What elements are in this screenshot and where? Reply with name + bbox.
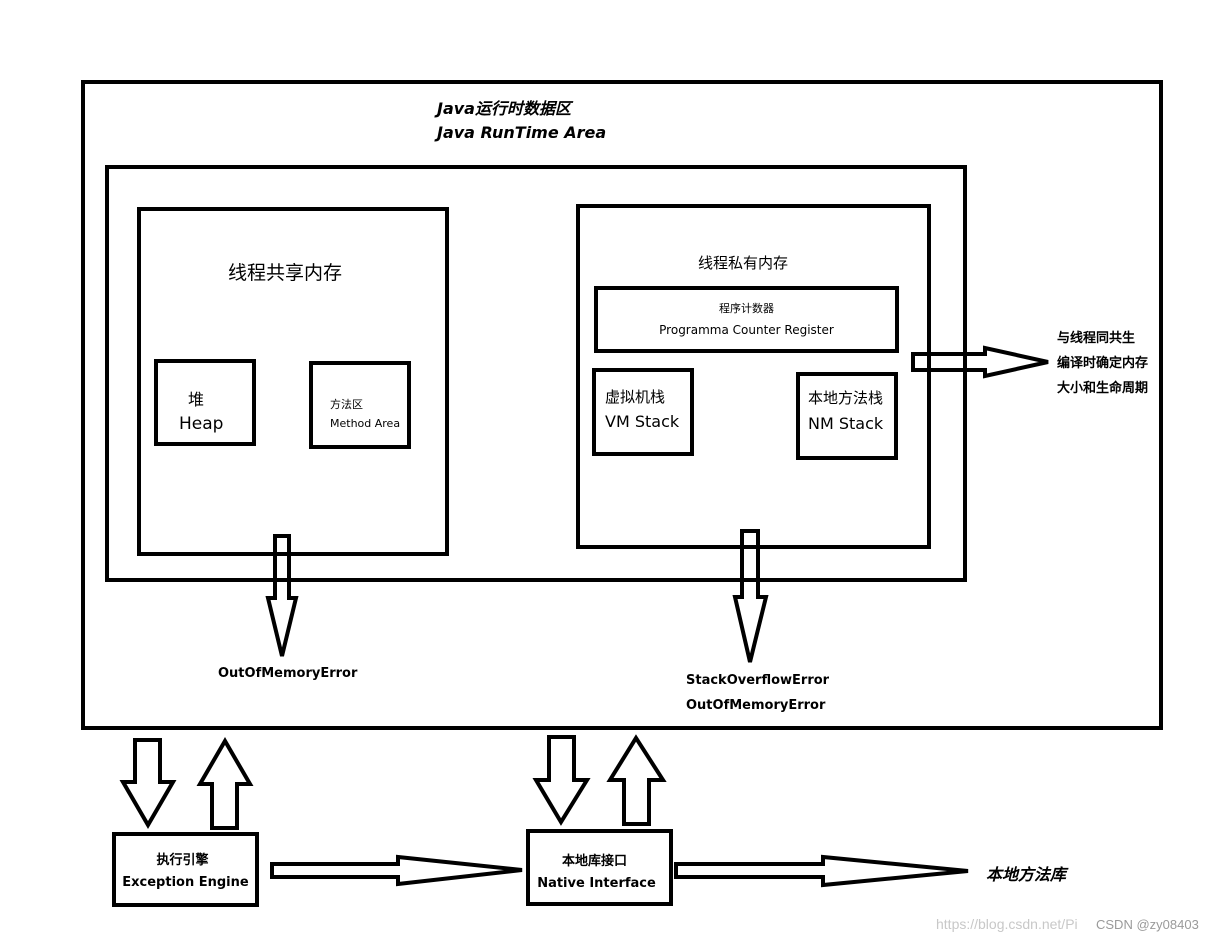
arrow-area-to-native <box>532 735 591 826</box>
runtime-area-title-en: Java RunTime Area <box>437 123 607 142</box>
arrow-private-to-note <box>911 345 1049 379</box>
arrow-engine-to-native <box>270 854 523 887</box>
shared-error-label: OutOfMemoryError <box>218 666 358 681</box>
watermark-url: https://blog.csdn.net/Pi <box>936 916 1078 932</box>
lifecycle-note-line-1: 与线程同共生 <box>1057 331 1136 346</box>
arrow-native-to-area <box>606 734 667 826</box>
native-interface-label-cn: 本地库接口 <box>561 854 627 869</box>
pc-register-box <box>594 286 899 353</box>
native-interface-label-en: Native Interface <box>537 876 656 891</box>
watermark-credit: CSDN @zy08403 <box>1096 917 1199 932</box>
pc-register-label-cn: 程序计数器 <box>719 302 774 315</box>
nm-stack-box <box>796 372 898 460</box>
arrow-native-to-library <box>674 854 969 888</box>
arrow-shared-to-oom <box>265 534 299 657</box>
private-memory-box <box>576 204 931 549</box>
nm-stack-label-cn: 本地方法栈 <box>808 389 884 407</box>
shared-memory-title: 线程共享内存 <box>228 262 343 284</box>
runtime-area-box <box>81 80 1163 730</box>
runtime-area-title-cn: Java运行时数据区 <box>437 99 571 118</box>
native-interface-box <box>526 829 673 906</box>
arrow-engine-to-area <box>196 737 254 830</box>
heap-label-cn: 堆 <box>188 390 205 409</box>
lifecycle-note-line-2: 编译时确定内存 <box>1057 356 1149 371</box>
method-area-label-cn: 方法区 <box>330 398 363 411</box>
vm-stack-label-en: VM Stack <box>605 412 680 431</box>
arrow-private-to-sof <box>732 529 769 663</box>
method-area-label-en: Method Area <box>330 417 401 430</box>
private-error-label-2: OutOfMemoryError <box>686 698 826 713</box>
lifecycle-note-line-3: 大小和生命周期 <box>1057 381 1149 396</box>
execution-engine-label-en: Exception Engine <box>122 875 249 890</box>
execution-engine-box <box>112 832 259 907</box>
pc-register-label-en: Programma Counter Register <box>659 323 834 337</box>
heap-box <box>154 359 256 446</box>
heap-label-en: Heap <box>179 414 224 434</box>
arrow-area-to-engine <box>119 738 177 829</box>
execution-engine-label-cn: 执行引擎 <box>156 853 209 868</box>
private-memory-title: 线程私有内存 <box>698 254 789 272</box>
vm-stack-label-cn: 虚拟机栈 <box>605 388 666 406</box>
shared-memory-box <box>137 207 449 556</box>
memory-container-box <box>105 165 967 582</box>
vm-stack-box <box>592 368 694 456</box>
method-area-box <box>309 361 411 449</box>
nm-stack-label-en: NM Stack <box>808 414 884 433</box>
native-library-label: 本地方法库 <box>986 865 1067 884</box>
private-error-label-1: StackOverflowError <box>686 673 830 688</box>
